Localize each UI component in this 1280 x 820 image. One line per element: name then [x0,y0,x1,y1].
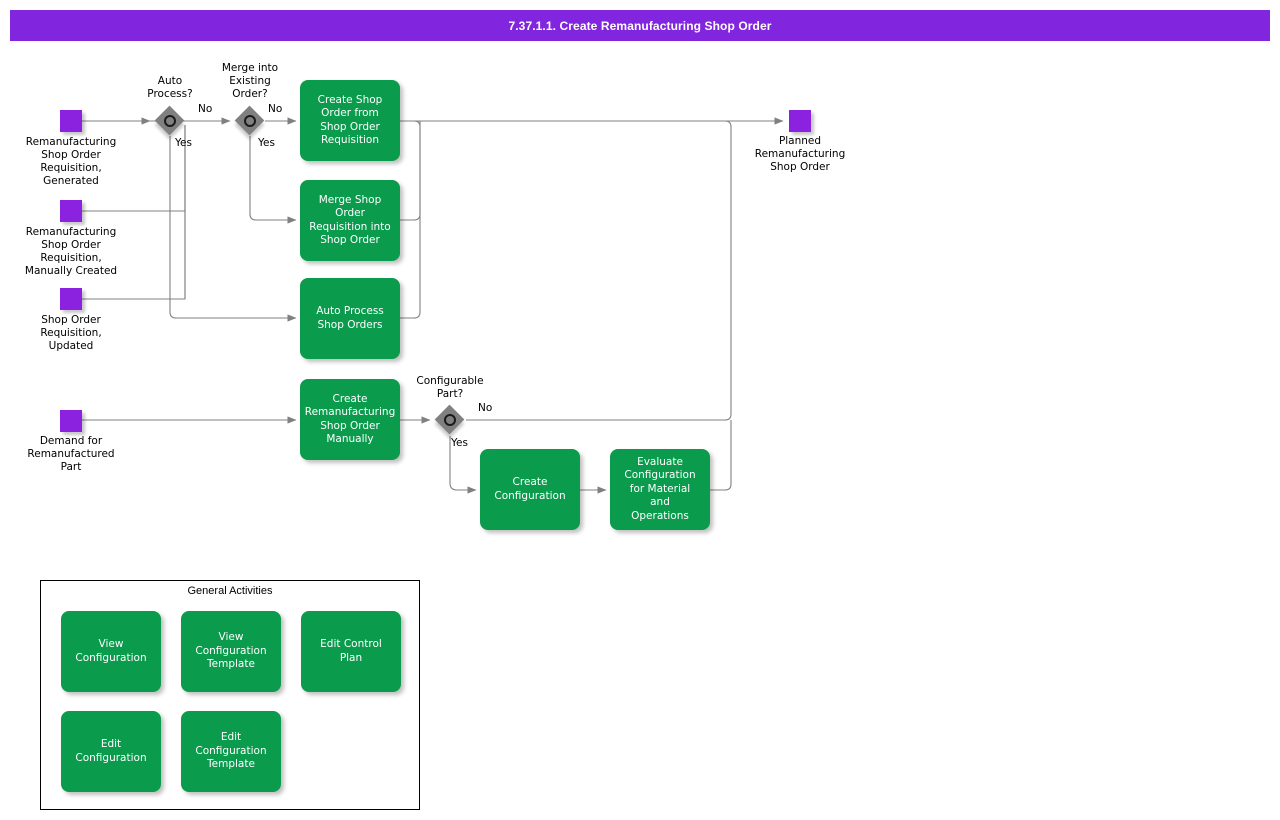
flow-label-auto-process-yes: Yes [175,137,192,149]
flow-label-configurable-no: No [478,402,493,414]
task-create-configuration[interactable]: Create Configuration [480,449,580,530]
flow-label-merge-existing-no: No [268,103,283,115]
activity-view-configuration[interactable]: View Configuration [61,611,161,692]
end-event-planned-reman-shop-order[interactable] [789,110,811,132]
start-event-reman-req-manual[interactable] [60,200,82,222]
flow-label-configurable-yes: Yes [451,437,468,449]
inclusive-gateway-ring-icon [164,115,176,127]
flow-label-merge-existing-yes: Yes [258,137,275,149]
gateway-configurable-part[interactable] [434,404,465,435]
gateway-merge-existing-order[interactable] [234,105,265,136]
gateway-auto-process[interactable] [154,105,185,136]
general-activities-title: General Activities [187,585,273,597]
end-event-planned-reman-shop-order-label: Planned Remanufacturing Shop Order [754,135,846,173]
page-title: 7.37.1.1. Create Remanufacturing Shop Or… [508,18,772,33]
task-merge-requisition-into-shop-order[interactable]: Merge Shop Order Requisition into Shop O… [300,180,400,261]
start-event-demand-reman-part-label: Demand for Remanufactured Part [27,435,115,473]
gateway-merge-existing-order-label: Merge into Existing Order? [221,62,279,100]
task-create-shop-order-from-requisition[interactable]: Create Shop Order from Shop Order Requis… [300,80,400,161]
activity-edit-control-plan[interactable]: Edit Control Plan [301,611,401,692]
inclusive-gateway-ring-icon [244,115,256,127]
task-create-remanufacturing-shop-order-manually[interactable]: Create Remanufacturing Shop Order Manual… [300,379,400,460]
start-event-reman-req-generated[interactable] [60,110,82,132]
start-event-shop-order-req-updated[interactable] [60,288,82,310]
start-event-reman-req-generated-label: Remanufacturing Shop Order Requisition, … [25,136,117,187]
activity-view-configuration-template[interactable]: View Configuration Template [181,611,281,692]
gateway-configurable-part-label: Configurable Part? [416,375,484,400]
gateway-auto-process-label: Auto Process? [147,75,193,100]
activity-edit-configuration[interactable]: Edit Configuration [61,711,161,792]
start-event-shop-order-req-updated-label: Shop Order Requisition, Updated [40,314,102,352]
window-title-bar: 7.37.1.1. Create Remanufacturing Shop Or… [10,10,1270,41]
start-event-reman-req-manual-label: Remanufacturing Shop Order Requisition, … [24,226,118,277]
task-evaluate-configuration-for-material-and-operations[interactable]: Evaluate Configuration for Material and … [610,449,710,530]
inclusive-gateway-ring-icon [444,414,456,426]
task-auto-process-shop-orders[interactable]: Auto Process Shop Orders [300,278,400,359]
flow-label-auto-process-no: No [198,103,213,115]
general-activities-panel: General Activities View Configuration Vi… [40,580,420,810]
activity-edit-configuration-template[interactable]: Edit Configuration Template [181,711,281,792]
start-event-demand-reman-part[interactable] [60,410,82,432]
